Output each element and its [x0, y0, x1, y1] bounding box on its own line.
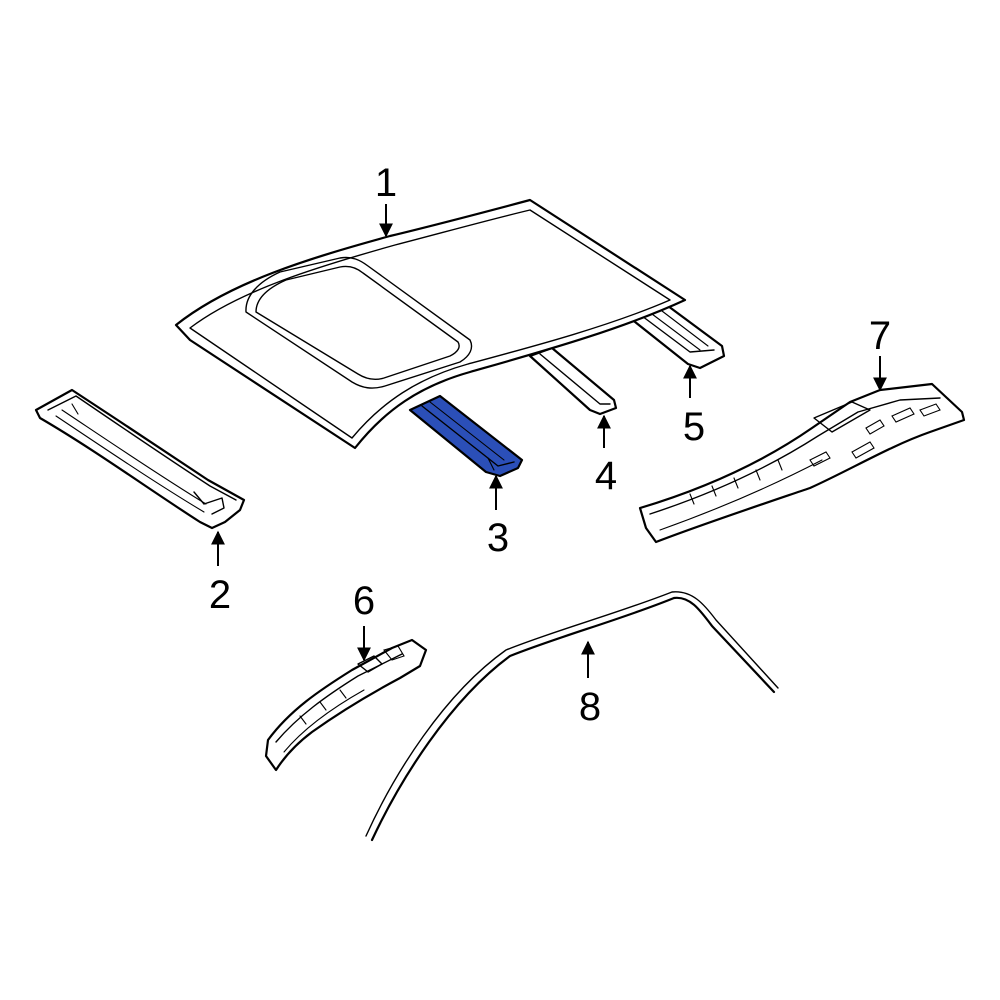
part-7-roof-side-rail[interactable]: [638, 382, 966, 544]
callout-leaders: [211, 204, 887, 678]
callout-4[interactable]: 4: [595, 454, 617, 498]
part-2-windshield-header[interactable]: [34, 388, 246, 530]
callout-3[interactable]: 3: [487, 516, 509, 560]
callout-1[interactable]: 1: [375, 161, 397, 205]
callout-5[interactable]: 5: [683, 405, 705, 449]
sunroof-opening: [245, 256, 473, 389]
part-4-center-roof-bow[interactable]: [528, 346, 618, 416]
callout-numbers: 1 2 3 4 5 6 7 8: [209, 161, 891, 729]
callout-2[interactable]: 2: [209, 573, 231, 617]
rail-slots: [809, 403, 941, 467]
part-3-front-roof-bow[interactable]: [408, 394, 524, 478]
part-1-roof-panel[interactable]: [174, 198, 687, 450]
callout-6[interactable]: 6: [353, 579, 375, 623]
part-6-header-reinforcement[interactable]: [264, 638, 428, 772]
callout-7[interactable]: 7: [869, 314, 891, 358]
part-8-weatherstrip[interactable]: [365, 591, 779, 842]
callout-8[interactable]: 8: [579, 685, 601, 729]
